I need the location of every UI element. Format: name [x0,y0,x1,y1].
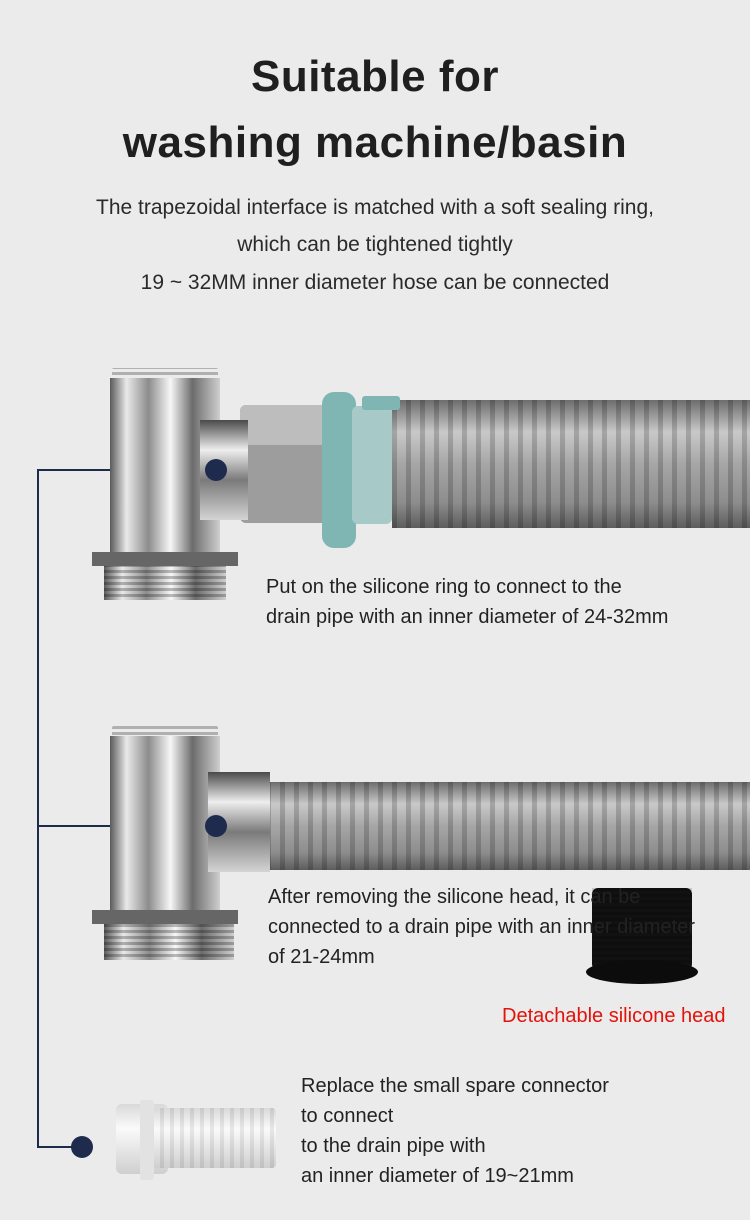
note-silicone-ring-line-2: drain pipe with an inner diameter of 24-… [266,606,669,628]
marker-dot-3 [71,1136,93,1158]
tee-adapter-with-seal-ring [92,368,750,600]
note-silicone-ring: Put on the silicone ring to connect to t… [266,572,668,632]
subtitle-line-2: which can be tightened tightly [237,233,513,256]
detachable-silicone-head-label: Detachable silicone head [502,1005,726,1027]
tee-adapter-without-seal [92,726,750,960]
marker-dot-2 [205,815,227,837]
note-spare-connector-line-3: to the drain pipe with [301,1135,486,1157]
marker-dot-1 [205,459,227,481]
note-without-head: After removing the silicone head, it can… [268,882,695,972]
note-spare-connector-line-4: an inner diameter of 19~21mm [301,1165,574,1187]
page-title-line-1: Suitable for [250,52,500,101]
note-spare-connector: Replace the small spare connector to con… [301,1071,609,1191]
note-silicone-ring-line-1: Put on the silicone ring to connect to t… [266,576,622,598]
note-without-head-line-3: of 21-24mm [268,946,375,968]
note-spare-connector-line-1: Replace the small spare connector [301,1075,609,1097]
page-title-line-2: washing machine/basin [122,118,628,167]
note-without-head-line-1: After removing the silicone head, it can… [268,886,641,908]
silicone-head-image [586,888,698,984]
subtitle-line-1: The trapezoidal interface is matched wit… [96,196,654,219]
note-without-head-line-2: connected to a drain pipe with an inner … [268,916,695,938]
spare-connector-image [116,1100,276,1180]
note-spare-connector-line-2: to connect [301,1105,394,1127]
subtitle-line-3: 19 ~ 32MM inner diameter hose can be con… [140,271,610,294]
